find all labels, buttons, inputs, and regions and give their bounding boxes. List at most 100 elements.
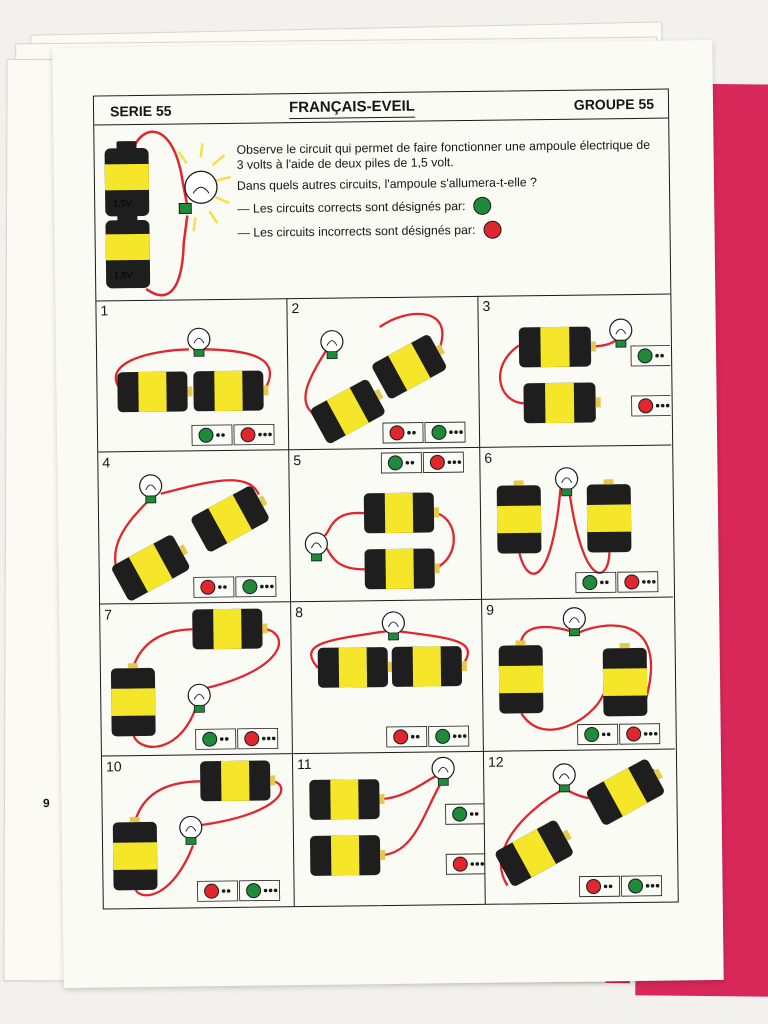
worksheet-title: FRANÇAIS-EVEIL bbox=[288, 97, 416, 120]
wire bbox=[310, 629, 469, 669]
red-dot-icon bbox=[586, 879, 602, 895]
wire bbox=[114, 348, 272, 390]
circuit-cell: 11 bbox=[292, 751, 486, 907]
circuit-number: 11 bbox=[296, 755, 312, 773]
circuit-number: 9 bbox=[486, 601, 495, 618]
green-dot-icon bbox=[582, 575, 598, 591]
red-dot-icon bbox=[200, 579, 216, 595]
circuit-illustration bbox=[496, 467, 659, 594]
answer-key-markers bbox=[579, 875, 663, 898]
key-correct-text: — Les circuits corrects sont désignés pa… bbox=[237, 198, 466, 216]
instructions: Observe le circuit qui permet de faire f… bbox=[236, 138, 657, 242]
circuit-illustration bbox=[110, 608, 280, 750]
battery-icon bbox=[193, 370, 269, 412]
circuit-number: 4 bbox=[102, 454, 111, 471]
battery-icon bbox=[498, 640, 544, 714]
battery-icon bbox=[372, 335, 446, 399]
red-dot-icon bbox=[393, 729, 409, 745]
circuit-cell: 3 bbox=[478, 293, 672, 448]
circuit-cell: 1 bbox=[96, 298, 290, 453]
lightbulb-icon bbox=[552, 763, 576, 793]
battery-icon bbox=[112, 817, 158, 891]
lightbulb-icon bbox=[179, 815, 203, 845]
green-dot-icon bbox=[452, 806, 468, 822]
red-dot-icon bbox=[624, 574, 640, 590]
red-dot-icon bbox=[626, 726, 642, 742]
lightbulb-icon bbox=[609, 318, 633, 348]
green-dot-icon bbox=[202, 731, 218, 747]
battery-icon bbox=[602, 643, 648, 717]
circuit-cell: 6 bbox=[480, 445, 674, 600]
answer-key-markers bbox=[197, 879, 281, 902]
circuit-number: 10 bbox=[105, 758, 122, 775]
red-dot-icon bbox=[204, 883, 220, 899]
answer-key-markers bbox=[193, 575, 277, 598]
circuit-cell: 2 bbox=[287, 295, 481, 451]
battery-icon bbox=[518, 326, 597, 368]
circuit-cell: 10 bbox=[101, 754, 295, 909]
battery-icon bbox=[191, 486, 269, 552]
green-dot-icon bbox=[584, 727, 600, 743]
lightbulb-icon bbox=[187, 327, 211, 357]
battery-labels: 1,5V 1,5V bbox=[113, 198, 133, 280]
reference-circuit-illustration bbox=[104, 130, 232, 297]
wire bbox=[518, 486, 611, 575]
battery-icon bbox=[317, 647, 393, 688]
worksheet-frame: SERIE 55 FRANÇAIS-EVEIL GROUPE 55 bbox=[92, 88, 679, 910]
lightbulb-icon bbox=[139, 474, 163, 504]
circuit-number: 6 bbox=[484, 449, 493, 466]
worksheet: SERIE 55 FRANÇAIS-EVEIL GROUPE 55 bbox=[52, 40, 724, 988]
battery-icon bbox=[363, 492, 440, 534]
red-dot-icon bbox=[452, 856, 468, 872]
circuit-number: 3 bbox=[482, 297, 491, 314]
green-dot-icon bbox=[473, 196, 492, 215]
battery-icon bbox=[310, 379, 385, 444]
answer-key-markers bbox=[382, 421, 466, 444]
battery-icon bbox=[309, 779, 385, 820]
circuit-illustration bbox=[304, 312, 466, 444]
instruction-observe: Observe le circuit qui permet de faire f… bbox=[236, 137, 651, 172]
red-dot-icon bbox=[638, 398, 654, 414]
key-incorrect-text: — Les circuits incorrects sont désignés … bbox=[237, 222, 476, 240]
lightbulb-icon bbox=[554, 467, 579, 497]
circuit-illustration bbox=[499, 318, 672, 424]
green-dot-icon bbox=[628, 878, 644, 894]
battery-icon bbox=[586, 479, 632, 553]
circuit-cell: 4 bbox=[98, 450, 292, 605]
circuit-illustration bbox=[495, 759, 664, 898]
battery-icon bbox=[495, 820, 573, 886]
wire bbox=[133, 779, 283, 897]
circuit-illustration bbox=[304, 451, 464, 590]
circuit-illustration bbox=[112, 760, 283, 902]
red-dot-icon bbox=[429, 454, 445, 470]
battery-icon bbox=[364, 548, 440, 590]
circuit-number: 8 bbox=[295, 604, 304, 621]
key-incorrect: — Les circuits incorrects sont désignés … bbox=[237, 219, 657, 242]
circuit-cell: 8 bbox=[291, 599, 484, 755]
circuit-number: 5 bbox=[293, 452, 302, 469]
red-dot-icon bbox=[389, 425, 405, 441]
lightbulb-icon bbox=[187, 683, 211, 713]
battery-icon bbox=[523, 382, 601, 424]
answer-key-markers bbox=[577, 723, 661, 746]
instruction-question: Dans quels autres circuits, l'ampoule s'… bbox=[236, 175, 537, 193]
circuit-cell: 5 bbox=[289, 447, 483, 603]
circuit-number: 2 bbox=[291, 300, 300, 317]
wire bbox=[131, 627, 280, 748]
red-dot-icon bbox=[240, 427, 256, 443]
circuit-illustration bbox=[498, 607, 661, 746]
lightbulb-icon bbox=[562, 607, 586, 637]
battery-icon bbox=[112, 535, 190, 601]
green-dot-icon bbox=[637, 348, 653, 364]
answer-key-markers bbox=[630, 345, 672, 417]
circuit-cell: 12 bbox=[484, 750, 677, 904]
circuit-number: 1 bbox=[100, 302, 109, 319]
intro-section: 1,5V 1,5V Observe le circuit qui permet … bbox=[94, 117, 671, 302]
lightbulb-icon bbox=[381, 611, 405, 641]
answer-key-markers bbox=[386, 725, 470, 748]
circuit-number: 7 bbox=[104, 606, 113, 623]
circuit-cell: 9 bbox=[482, 597, 675, 752]
battery-label: 1,5V bbox=[114, 270, 133, 280]
green-dot-icon bbox=[242, 579, 258, 595]
answer-key-markers bbox=[191, 423, 275, 446]
